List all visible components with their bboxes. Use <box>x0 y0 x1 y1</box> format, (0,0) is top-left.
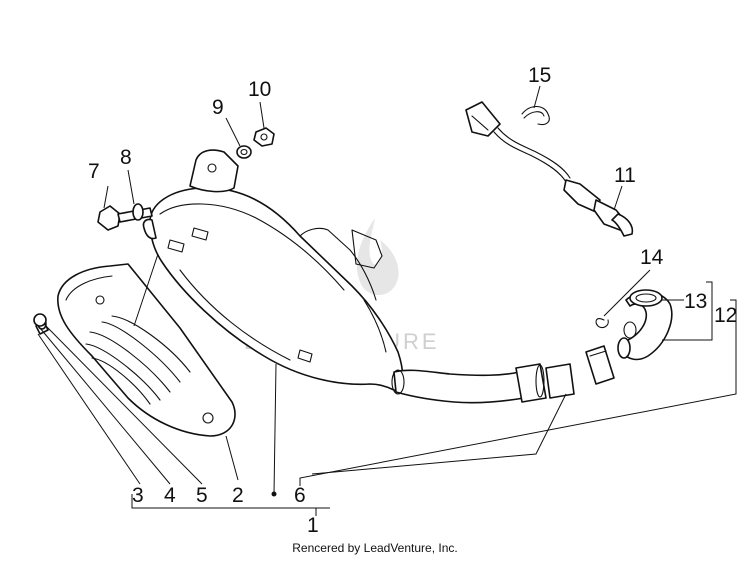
rubber-grommet <box>33 313 47 327</box>
callout-14: 14 <box>640 246 664 269</box>
callout-2: 2 <box>232 484 244 507</box>
callout-13: 13 <box>684 290 707 313</box>
heat-shield-guard <box>57 263 236 437</box>
upper-washer <box>236 145 252 159</box>
callout-8: 8 <box>120 146 132 169</box>
callout-4: 4 <box>164 484 176 507</box>
sensor-clip <box>521 105 550 126</box>
callout-15: 15 <box>528 64 551 87</box>
upper-nut <box>253 127 275 147</box>
callout-9: 9 <box>212 96 224 119</box>
flat-washer <box>132 203 144 221</box>
exhaust-elbow-manifold <box>617 289 673 361</box>
render-credit: Rencered by LeadVenture, Inc. <box>292 541 458 555</box>
muffler-body <box>142 149 404 393</box>
callout-5: 5 <box>196 484 208 507</box>
gasket-sleeve <box>545 363 575 399</box>
callout-7: 7 <box>88 160 100 183</box>
clamp-sleeve <box>585 345 615 385</box>
lambda-oxygen-sensor <box>465 101 634 237</box>
callout-10: 10 <box>248 78 271 101</box>
callout-11: 11 <box>614 164 636 187</box>
callout-labels: 1 2 3 4 5 6 7 8 9 10 11 12 13 14 15 <box>88 64 737 537</box>
callout-3: 3 <box>132 484 144 507</box>
callout-6: 6 <box>294 484 306 507</box>
callout-12: 12 <box>714 304 737 327</box>
leader-lines <box>37 85 737 516</box>
clip-ring <box>595 318 637 339</box>
exhaust-pipe <box>391 363 547 404</box>
callout-1: 1 <box>307 514 319 537</box>
